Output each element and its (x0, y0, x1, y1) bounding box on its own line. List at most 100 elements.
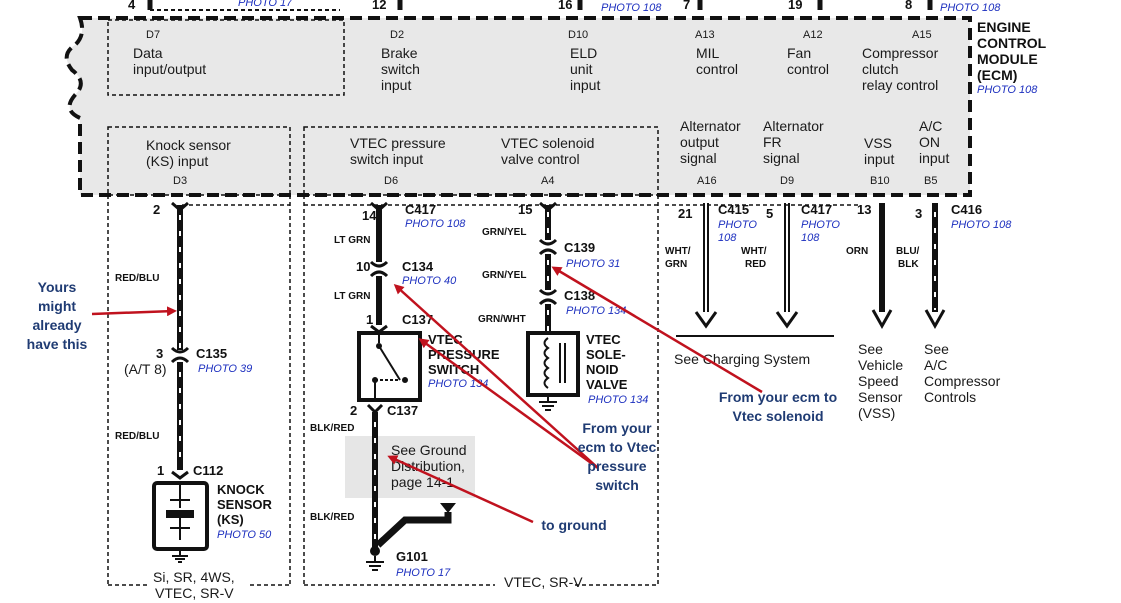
ac-see-4: Controls (924, 389, 976, 405)
ks-footer-1: Si, SR, 4WS, (153, 569, 235, 585)
vps-name-2: PRESSURE (428, 347, 500, 362)
vss-see-4: Sensor (858, 389, 903, 405)
ks-pin-top: 2 (153, 202, 160, 217)
note-solenoid-1: From your ecm to (719, 389, 837, 405)
vss-see-5: (VSS) (858, 405, 895, 421)
vsv-wire-c: GRN/WHT (478, 314, 526, 325)
vps-pin-b: 10 (356, 259, 370, 274)
annotation-arrows (91, 266, 763, 524)
top-pin-3: 16 (558, 0, 572, 12)
ecm-title-1: ENGINE (977, 19, 1031, 35)
vps-conn-c: C137 (402, 312, 433, 327)
vtec-solenoid-circuit: 15 GRN/YEL C139 PHOTO 31 GRN/YEL C138 PH… (478, 201, 648, 590)
vsv-wire-a: GRN/YEL (482, 227, 526, 238)
alt-conn-a: C415 (718, 202, 749, 217)
vsv-conn-b: C138 (564, 288, 595, 303)
func-eld-2: unit (570, 61, 593, 77)
alt-photo-b-1: PHOTO (801, 219, 840, 231)
ground-g101: G101 (396, 549, 428, 564)
vsv-photo-a: PHOTO 31 (566, 258, 620, 270)
ks-c112: C112 (193, 463, 223, 478)
pin-a12: A12 (803, 29, 823, 41)
top-strip: 4 PHOTO 17 12 16 PHOTO 108 7 19 8 PHOTO … (128, 0, 1001, 14)
func-alt-2: output (680, 134, 719, 150)
top-pin-2: 12 (372, 0, 386, 12)
ks-name-2: SENSOR (217, 497, 273, 512)
func-vsv-2: valve control (501, 151, 580, 167)
note-yours-1: Yours (38, 279, 77, 295)
top-photo-mid: PHOTO 108 (601, 2, 662, 14)
func-ac-3: input (919, 150, 949, 166)
vps-photo-b: PHOTO 40 (402, 275, 457, 287)
vps-conn-d: C137 (387, 403, 418, 418)
vps-wire-b: LT GRN (334, 291, 370, 302)
alt-wire-b-2: RED (745, 259, 766, 270)
vss-circuit: 13 ORN See Vehicle Speed Sensor (VSS) (846, 202, 903, 421)
func-data-1: Data (133, 45, 163, 61)
ks-name-3: (KS) (217, 512, 244, 527)
vps-photo: PHOTO 134 (428, 378, 488, 390)
vps-pin-c: 1 (366, 312, 373, 327)
pin-d3: D3 (173, 175, 187, 187)
vps-photo-a: PHOTO 108 (405, 218, 466, 230)
ac-wire-1: BLU/ (896, 246, 920, 257)
ac-see-2: A/C (924, 357, 947, 373)
note-ground: to ground (541, 517, 606, 533)
alt-wire-b-1: WHT/ (741, 246, 767, 257)
pin-d9: D9 (780, 175, 794, 187)
vss-see-1: See (858, 341, 883, 357)
vps-wire-d: BLK/RED (310, 512, 354, 523)
func-ks-1: Knock sensor (146, 137, 231, 153)
ks-wire-1: RED/BLU (115, 273, 159, 284)
pin-a4: A4 (541, 175, 554, 187)
alt-photo-a-1: PHOTO (718, 219, 757, 231)
note-yours-3: already (32, 317, 81, 333)
vps-wire-c: BLK/RED (310, 423, 354, 434)
func-vss-1: VSS (864, 135, 892, 151)
note-pressure-4: switch (595, 477, 639, 493)
ground-note-1: See Ground (391, 442, 467, 458)
top-pin-1: 4 (128, 0, 136, 12)
vsv-photo-b: PHOTO 134 (566, 305, 626, 317)
ecm-title-4: (ECM) (977, 67, 1017, 83)
func-comp-2: clutch (862, 61, 899, 77)
ground-photo: PHOTO 17 (396, 567, 451, 579)
func-fan-2: control (787, 61, 829, 77)
ecm-title-3: MODULE (977, 51, 1038, 67)
note-pressure-2: ecm to Vtec (578, 439, 657, 455)
vsv-name-2: SOLE- (586, 347, 626, 362)
vss-wire: ORN (846, 246, 868, 257)
top-photo-left: PHOTO 17 (238, 0, 293, 9)
vsv-pin-a: 15 (518, 202, 532, 217)
ks-c135-photo: PHOTO 39 (198, 363, 252, 375)
pin-b5: B5 (924, 175, 937, 187)
ks-wire-2: RED/BLU (115, 431, 159, 442)
func-fr-3: signal (763, 150, 800, 166)
vps-conn-b: C134 (402, 259, 434, 274)
note-yours-2: might (38, 298, 76, 314)
ac-pin: 3 (915, 206, 922, 221)
func-data-2: input/output (133, 61, 206, 77)
top-pin-5: 19 (788, 0, 802, 12)
ecm-module: ENGINE CONTROL MODULE (ECM) PHOTO 108 D7… (64, 16, 1047, 197)
ac-see-1: See (924, 341, 949, 357)
vsv-name-4: VALVE (586, 377, 628, 392)
func-comp-3: relay control (862, 77, 938, 93)
ks-c135-sub: (A/T 8) (124, 361, 167, 377)
alt-see: See Charging System (674, 351, 810, 367)
annotation-notes: Yours might already have this From your … (27, 279, 837, 533)
vtec-pressure-switch-circuit: 14 C417 PHOTO 108 LT GRN 10 C134 PHOTO 4… (310, 201, 500, 579)
option-frames (107, 195, 858, 586)
vsv-photo: PHOTO 134 (588, 394, 648, 406)
top-pin-6: 8 (905, 0, 912, 12)
ac-wire-2: BLK (898, 259, 919, 270)
ks-c135-pin: 3 (156, 346, 163, 361)
ac-conn: C416 (951, 202, 982, 217)
func-vps-1: VTEC pressure (350, 135, 446, 151)
ks-photo: PHOTO 50 (217, 529, 272, 541)
func-alt-3: signal (680, 150, 717, 166)
ac-photo: PHOTO 108 (951, 219, 1012, 231)
alt-pin-b: 5 (766, 206, 773, 221)
vsv-name-3: NOID (586, 362, 619, 377)
